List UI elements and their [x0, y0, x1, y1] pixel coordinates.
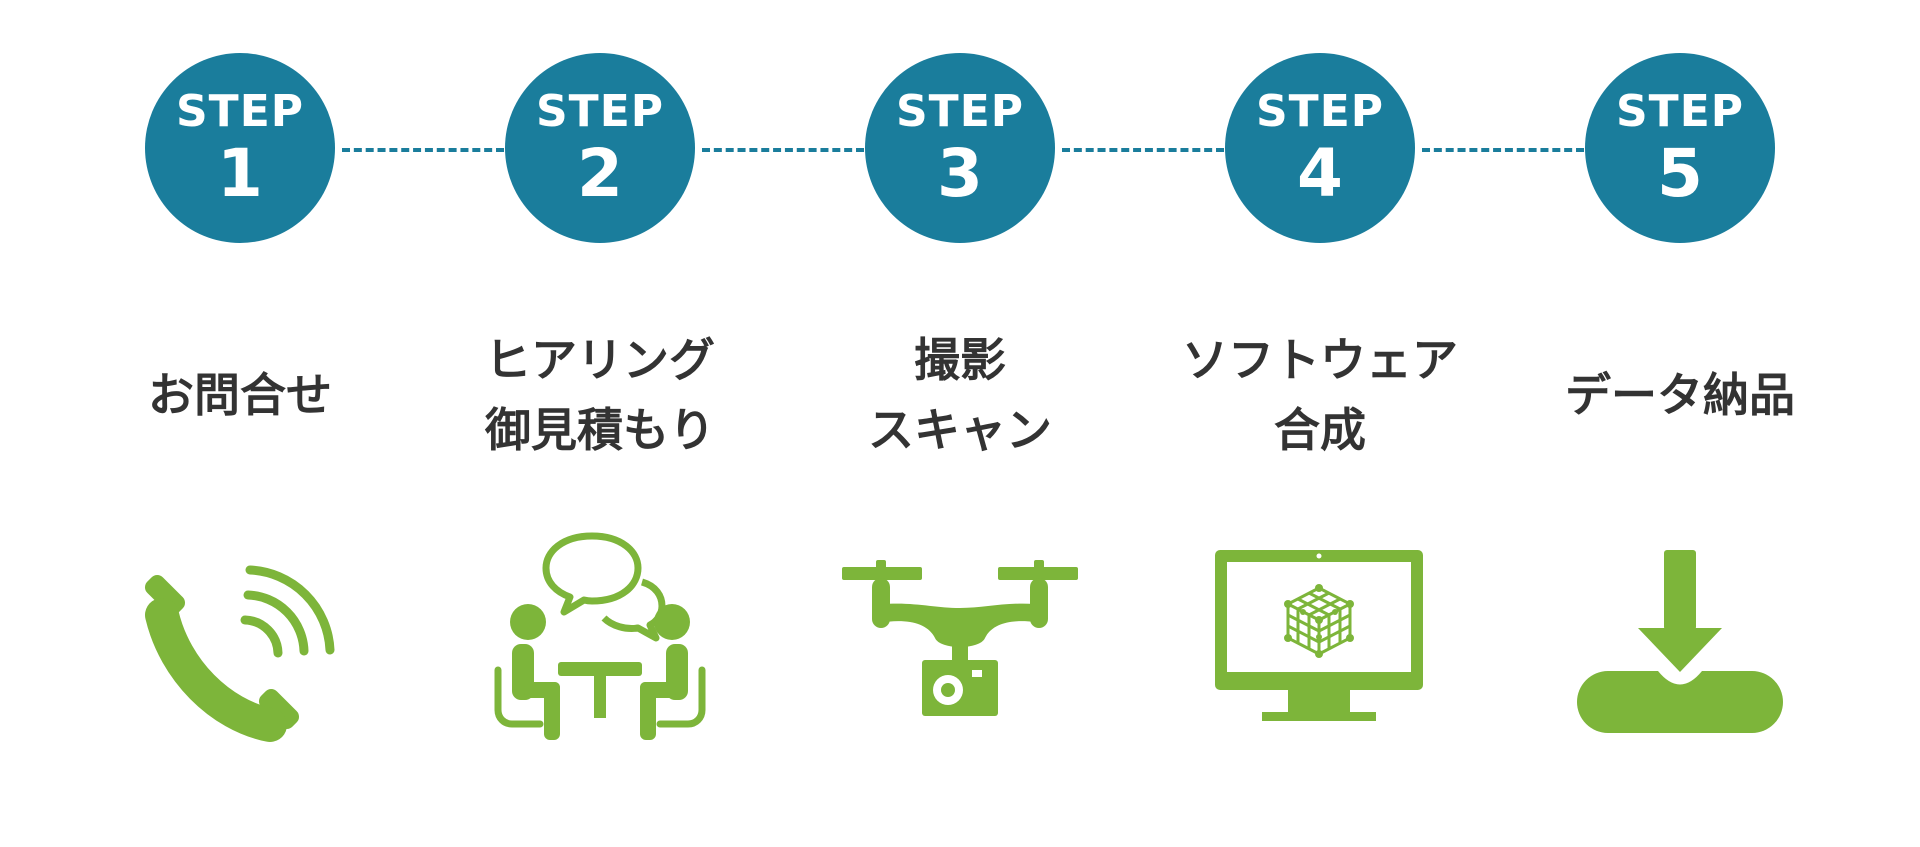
- monitor-3d-icon: [1200, 520, 1440, 760]
- meeting-icon: [480, 520, 720, 760]
- step-badge: STEP 1: [145, 53, 335, 243]
- step-keyword: STEP: [1255, 86, 1384, 137]
- step-label: 撮影 スキャン: [780, 325, 1140, 465]
- step-keyword: STEP: [535, 86, 664, 137]
- step-3: STEP 3 撮影 スキャン: [780, 0, 1140, 847]
- phone-icon: [120, 520, 360, 760]
- step-label-line: 御見積もり: [485, 403, 715, 457]
- step-label: ソフトウェア 合成: [1140, 325, 1500, 465]
- step-1: STEP 1 お問合せ: [60, 0, 420, 847]
- step-2: STEP 2 ヒアリング 御見積もり: [420, 0, 780, 847]
- connector-2-3: [702, 148, 864, 152]
- step-label-line: お問合せ: [148, 368, 332, 422]
- step-badge: STEP 4: [1225, 53, 1415, 243]
- step-number: 1: [217, 135, 263, 212]
- connector-3-4: [1062, 148, 1224, 152]
- step-label-line: スキャン: [868, 403, 1052, 457]
- step-number: 4: [1297, 135, 1343, 212]
- step-number: 2: [577, 135, 623, 212]
- drone-icon: [840, 520, 1080, 760]
- step-keyword: STEP: [1615, 86, 1744, 137]
- step-keyword: STEP: [895, 86, 1024, 137]
- step-label-line: データ納品: [1565, 368, 1795, 422]
- step-badge: STEP 3: [865, 53, 1055, 243]
- step-label: ヒアリング 御見積もり: [420, 325, 780, 465]
- step-label-line: ソフトウェア: [1182, 333, 1458, 387]
- step-label-line: ヒアリング: [485, 333, 715, 387]
- step-keyword: STEP: [175, 86, 304, 137]
- step-label-line: 撮影: [914, 333, 1006, 387]
- step-number: 5: [1657, 135, 1703, 212]
- download-icon: [1560, 520, 1800, 760]
- step-label: データ納品: [1500, 325, 1860, 465]
- step-number: 3: [937, 135, 983, 212]
- connector-4-5: [1422, 148, 1584, 152]
- step-badge: STEP 5: [1585, 53, 1775, 243]
- step-label: お問合せ: [60, 325, 420, 465]
- step-4: STEP 4 ソフトウェア 合成: [1140, 0, 1500, 847]
- connector-1-2: [342, 148, 504, 152]
- step-5: STEP 5 データ納品: [1500, 0, 1860, 847]
- step-badge: STEP 2: [505, 53, 695, 243]
- step-label-line: 合成: [1274, 403, 1366, 457]
